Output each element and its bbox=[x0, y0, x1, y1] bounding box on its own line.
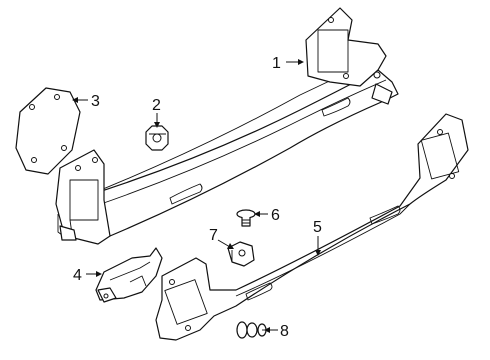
part-2-nut bbox=[145, 125, 169, 151]
callout-4: 4 bbox=[73, 267, 102, 284]
part-1-impact-bar bbox=[55, 7, 399, 245]
callout-8: 8 bbox=[264, 323, 289, 340]
callout-2: 2 bbox=[152, 97, 161, 128]
part-5-lower-stiffener bbox=[155, 113, 469, 341]
callout-5-label: 5 bbox=[313, 219, 322, 236]
part-7-retainer-clip bbox=[227, 241, 255, 267]
callout-7: 7 bbox=[209, 227, 234, 249]
part-3-pad-plate bbox=[15, 87, 81, 175]
callout-7-label: 7 bbox=[209, 227, 218, 244]
callout-2-label: 2 bbox=[152, 97, 161, 114]
part-6-bolt bbox=[236, 209, 256, 227]
callout-8-label: 8 bbox=[280, 323, 289, 340]
part-4-bracket bbox=[95, 247, 163, 303]
callout-5: 5 bbox=[313, 219, 322, 256]
callout-6: 6 bbox=[254, 207, 280, 224]
callout-3: 3 bbox=[72, 93, 100, 110]
callout-6-label: 6 bbox=[271, 207, 280, 224]
callout-4-label: 4 bbox=[73, 267, 82, 284]
callout-1: 1 bbox=[272, 55, 304, 72]
callout-1-label: 1 bbox=[272, 55, 281, 72]
callout-3-label: 3 bbox=[91, 93, 100, 110]
